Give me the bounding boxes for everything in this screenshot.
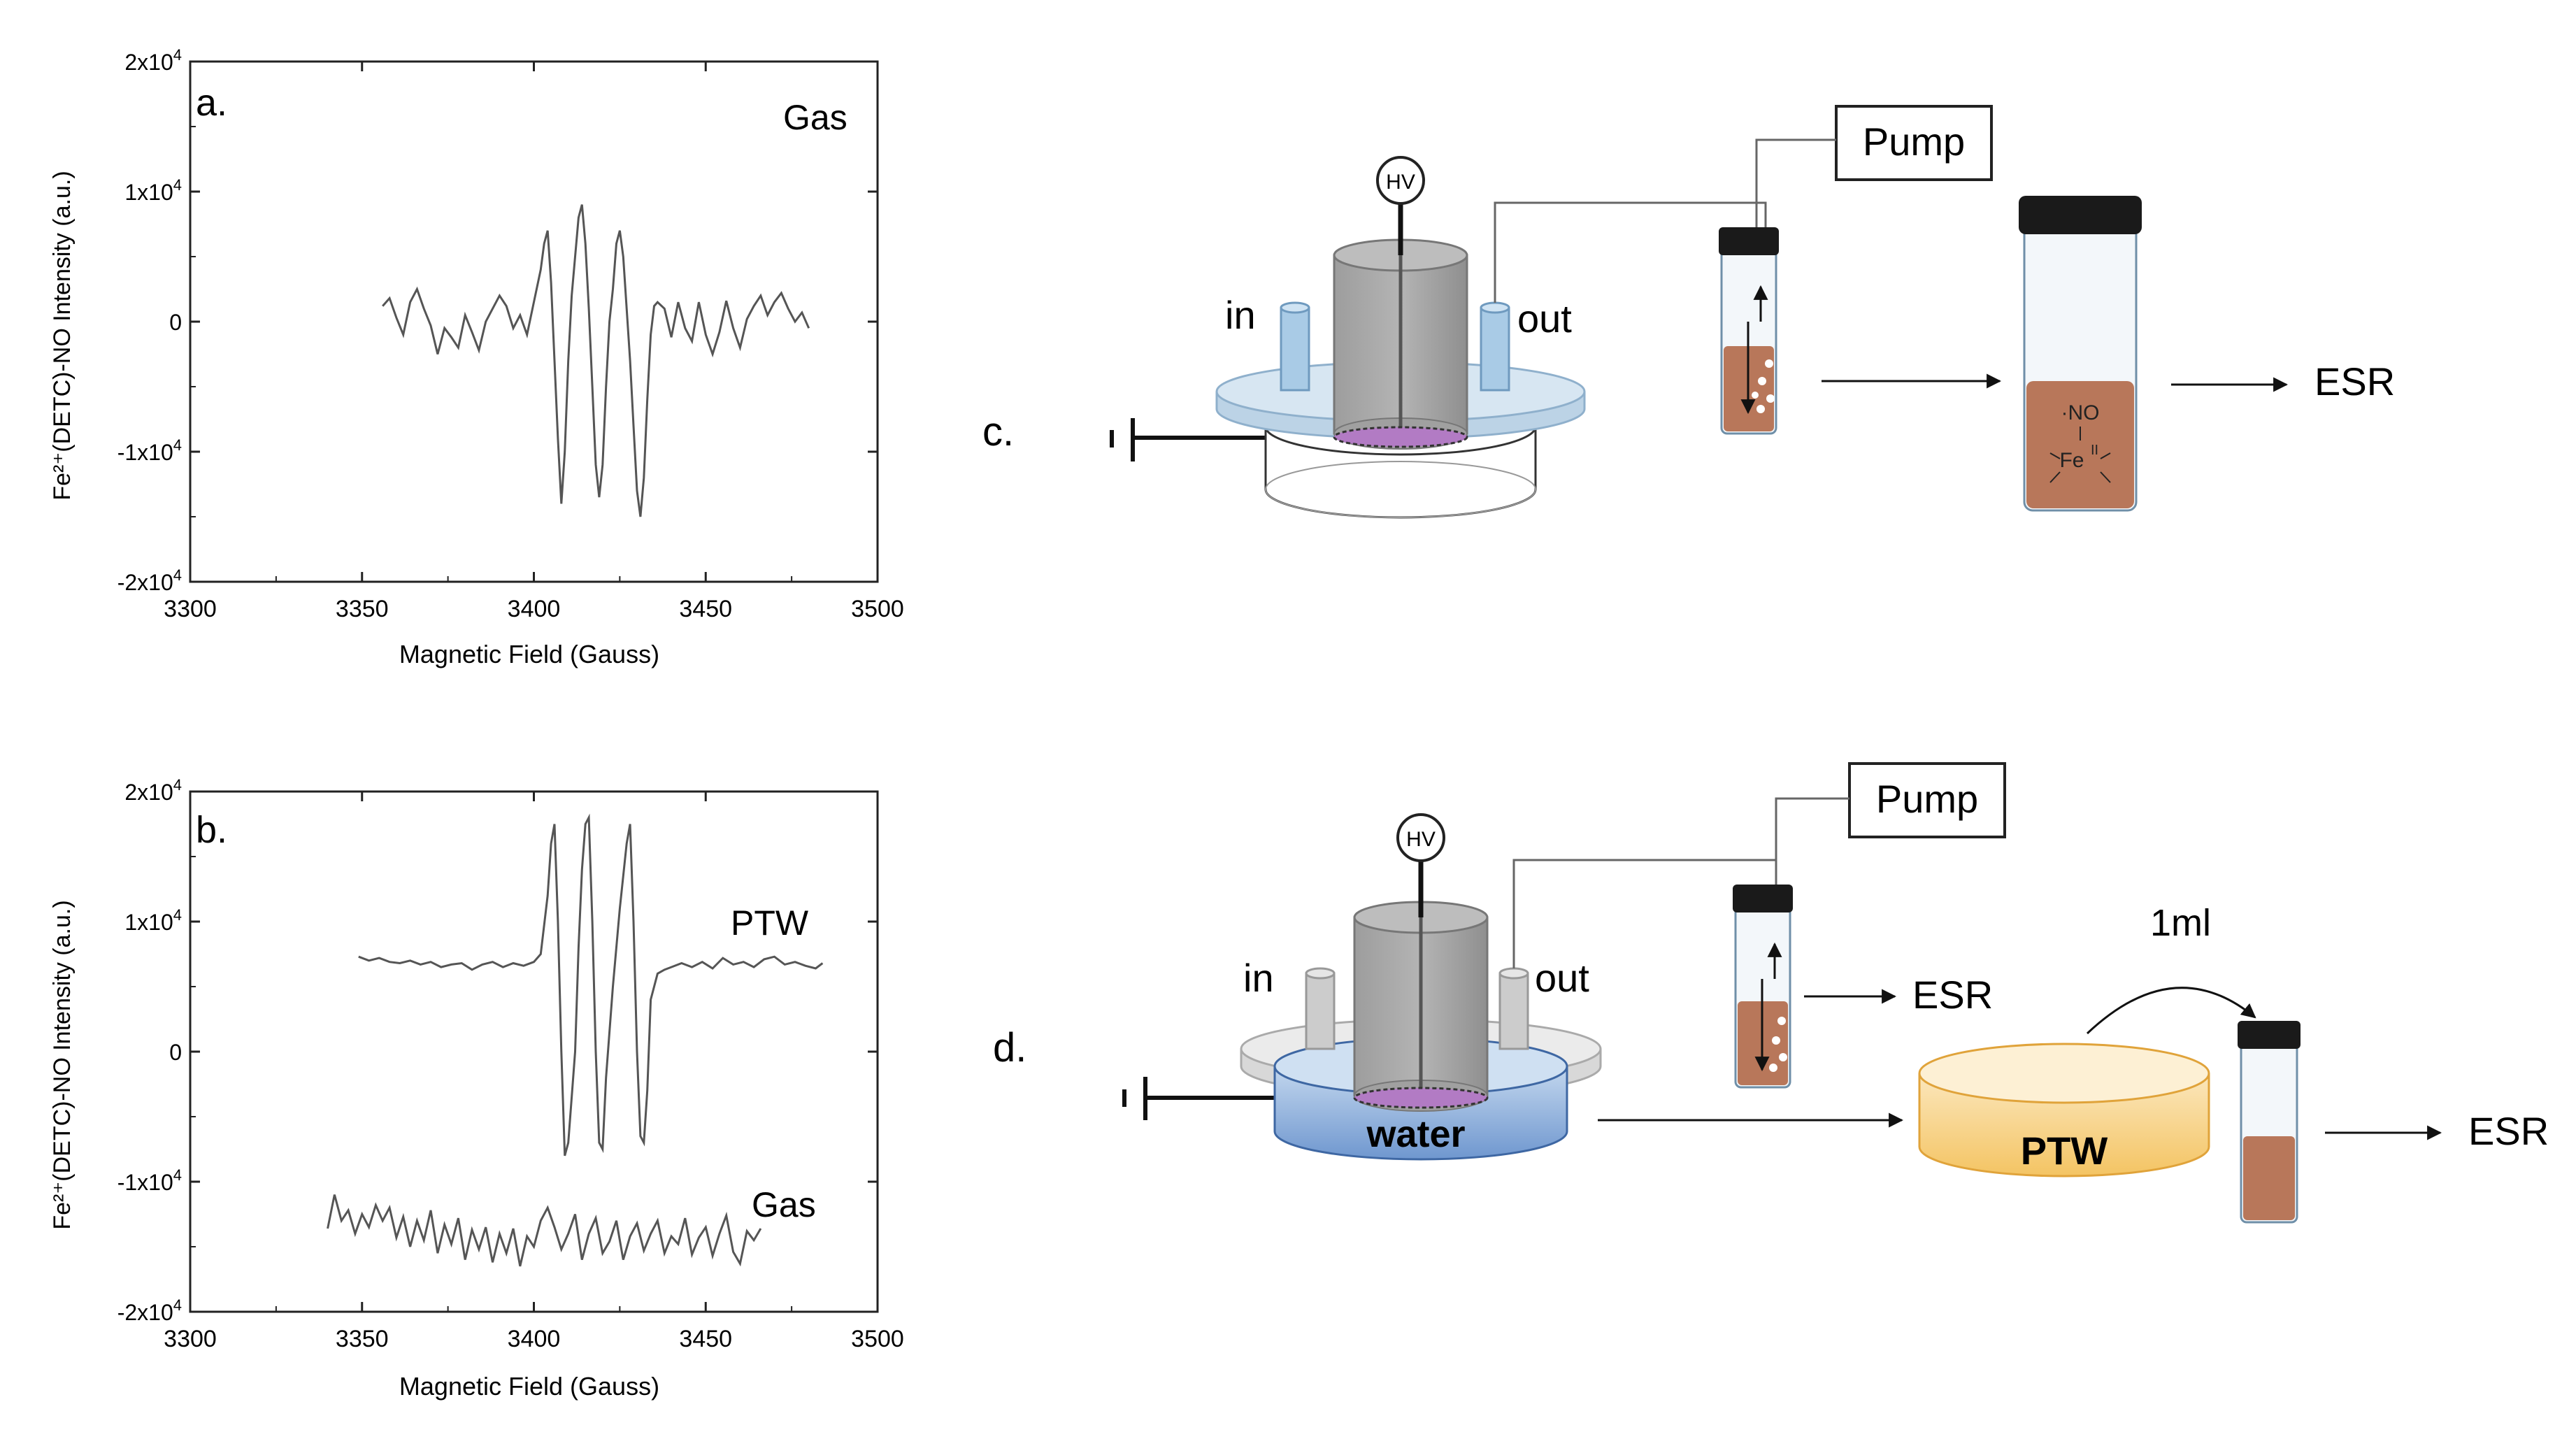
inlet-label-d: in	[1243, 956, 1274, 1000]
hv-label-d: HV	[1406, 828, 1436, 851]
axes-b: 3300 3350 3400 3450 3500 2x104 1x104 0 -1x104 -2x…	[117, 776, 904, 1352]
esr-trace-gas-b	[327, 1194, 762, 1267]
x-axis-label-a: Magnetic Field (Gauss)	[399, 640, 659, 668]
y-axis-label-a: Fe²⁺(DETC)-NO Intensity (a.u.)	[49, 171, 76, 500]
esr-label-ptw-d: ESR	[2468, 1109, 2549, 1153]
diagram-panel-d: d. wate	[993, 762, 2549, 1224]
pump-box-c: Pump	[1835, 105, 1993, 181]
plot-frame	[189, 60, 879, 583]
electrode-cylinder-d	[1353, 861, 1489, 1112]
chart-panel-a: a. Gas Fe²⁺(DETC)-NO Intensity (a.u.) Ma…	[49, 46, 904, 668]
x-tick-label: 3350	[336, 1326, 389, 1352]
pump-label-d: Pump	[1876, 777, 1978, 821]
panel-label-c: c.	[982, 409, 1014, 454]
no-ligand-label: ·NO	[2061, 401, 2100, 424]
hv-source-c: HV	[1376, 156, 1425, 205]
chart-panel-b: b. PTW Gas Fe²⁺(DETC)-NO Intensity (a.u.…	[49, 776, 904, 1401]
plasma-discharge-c	[1333, 426, 1468, 448]
x-tick-label: 3400	[508, 596, 561, 622]
pump-label-c: Pump	[1863, 120, 1965, 164]
y-axis-label-b: Fe²⁺(DETC)-NO Intensity (a.u.)	[49, 900, 76, 1229]
outlet-tube-c	[1480, 301, 1510, 392]
x-tick-label: 3450	[679, 1326, 732, 1352]
inlet-tube-d	[1305, 967, 1336, 1050]
pipette-arrow-d	[2086, 987, 2256, 1035]
panel-label-d: d.	[993, 1025, 1026, 1071]
pump-box-d: Pump	[1848, 762, 2006, 838]
x-tick-label: 3300	[164, 596, 217, 622]
bubbling-vial-c	[1719, 227, 1779, 435]
inlet-tube-c	[1280, 301, 1310, 392]
y-tick-label: -1x104	[117, 436, 182, 465]
outlet-label-c: out	[1517, 296, 1572, 341]
y-tick-label: 0	[169, 310, 182, 335]
ptw-label: PTW	[2021, 1129, 2108, 1173]
plot-frame	[189, 790, 879, 1313]
panel-label-a: a.	[196, 82, 227, 124]
esr-trace-gas-a	[382, 204, 810, 517]
pump-line-d	[1775, 797, 1849, 902]
esr-label-c: ESR	[2314, 359, 2395, 403]
inlet-label-c: in	[1225, 293, 1256, 337]
volume-label: 1ml	[2150, 902, 2211, 944]
hv-label-c: HV	[1386, 171, 1415, 194]
x-tick-label: 3400	[508, 1326, 561, 1352]
esr-label-gas-d: ESR	[1912, 973, 1993, 1017]
series-label-gas-b: Gas	[752, 1185, 816, 1224]
x-tick-label: 3350	[336, 596, 389, 622]
outlet-label-d: out	[1535, 956, 1589, 1000]
series-label-gas-a: Gas	[783, 98, 847, 137]
y-tick-label: -1x104	[117, 1166, 182, 1195]
water-label: water	[1366, 1113, 1465, 1155]
y-tick-label: -2x104	[117, 1296, 182, 1325]
bubbling-vial-d	[1733, 885, 1793, 1089]
plasma-discharge-d	[1353, 1087, 1489, 1109]
fe-oxidation-label: II	[2091, 443, 2098, 458]
series-label-ptw-b: PTW	[731, 903, 809, 943]
y-tick-label: -2x104	[117, 566, 182, 595]
x-tick-label: 3500	[851, 1326, 904, 1352]
outlet-tube-d	[1498, 967, 1529, 1050]
x-tick-label: 3300	[164, 1326, 217, 1352]
y-tick-label: 2x104	[124, 776, 182, 805]
x-axis-label-b: Magnetic Field (Gauss)	[399, 1372, 659, 1401]
hv-source-d: HV	[1396, 813, 1445, 862]
x-tick-label: 3500	[851, 596, 904, 622]
x-tick-label: 3450	[679, 596, 732, 622]
sample-vial-d	[2238, 1021, 2300, 1224]
electrode-cylinder-c	[1333, 203, 1468, 450]
y-tick-label: 2x104	[124, 46, 182, 75]
panel-label-b: b.	[196, 809, 227, 851]
ptw-dish: PTW	[1918, 1043, 2210, 1177]
diagram-panel-c: c.	[982, 105, 2395, 519]
fe-center-label: Fe	[2059, 449, 2084, 472]
y-tick-label: 0	[169, 1040, 182, 1065]
large-vial-c: ·NO Fe II	[2019, 196, 2142, 512]
y-tick-label: 1x104	[124, 176, 182, 205]
axes-a: 3300 3350 3400 3450 3500 2x104 1x104 0 -1x104 -2x…	[117, 46, 904, 622]
y-tick-label: 1x104	[124, 906, 182, 935]
esr-trace-ptw-b	[358, 813, 824, 1157]
